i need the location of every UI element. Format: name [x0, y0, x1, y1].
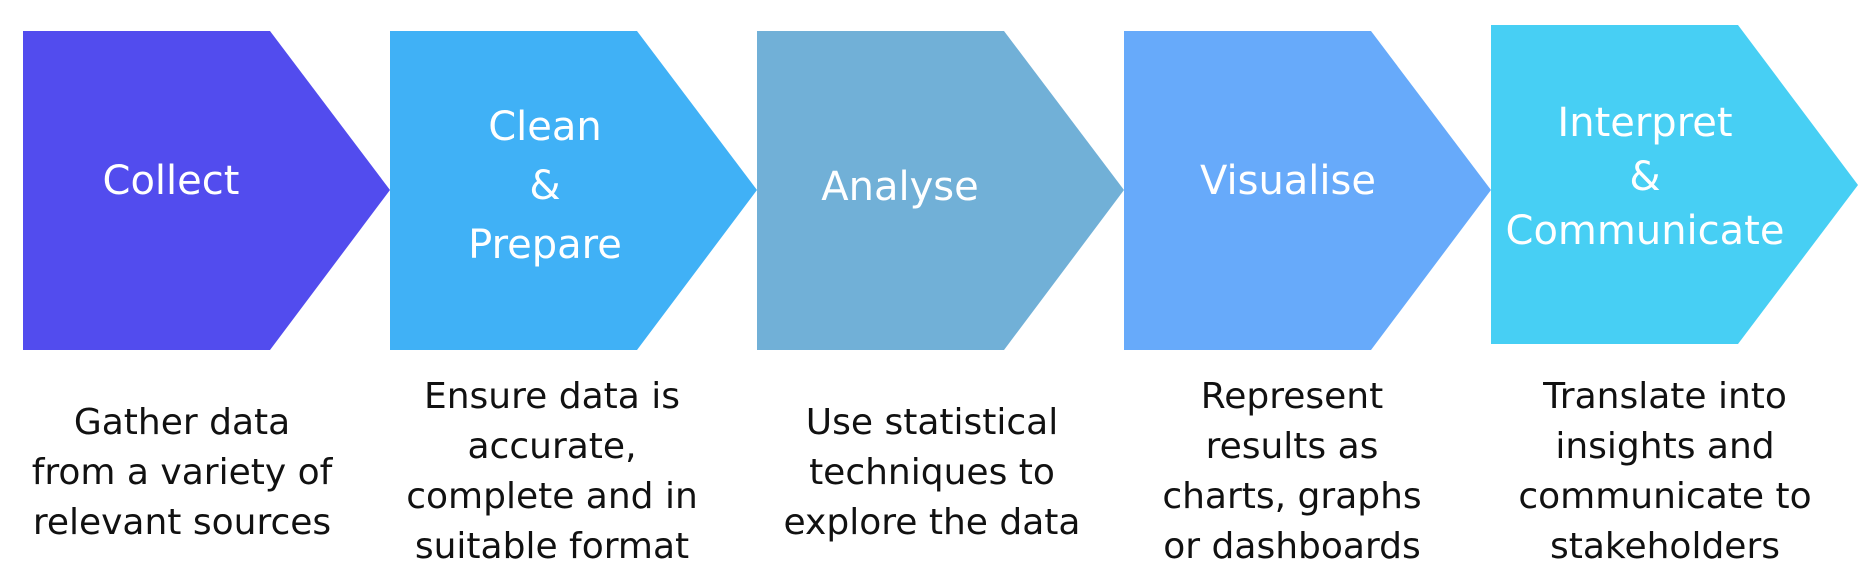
step-arrow-analyse: [757, 31, 1124, 350]
step-description-clean-prepare: Ensure data is accurate, complete and in…: [406, 376, 698, 567]
step-title-analyse: Analyse: [821, 164, 979, 210]
step-title-visualise: Visualise: [1200, 158, 1376, 204]
step-description-interpret-communicate: Translate into insights and communicate …: [1518, 376, 1812, 567]
step-title-clean-prepare: Clean & Prepare: [468, 104, 622, 268]
step-arrow-interpret-communicate: [1491, 25, 1858, 344]
step-description-analyse: Use statistical techniques to explore th…: [783, 402, 1081, 543]
step-arrow-visualise: [1124, 31, 1491, 350]
step-title-collect: Collect: [102, 158, 240, 204]
step-arrow-clean-prepare: [390, 31, 757, 350]
step-description-collect: Gather data from a variety of relevant s…: [31, 402, 333, 543]
step-description-visualise: Represent results as charts, graphs or d…: [1162, 376, 1422, 567]
step-arrow-collect: [23, 31, 390, 350]
step-title-interpret-communicate: Interpret & Communicate: [1505, 100, 1785, 254]
